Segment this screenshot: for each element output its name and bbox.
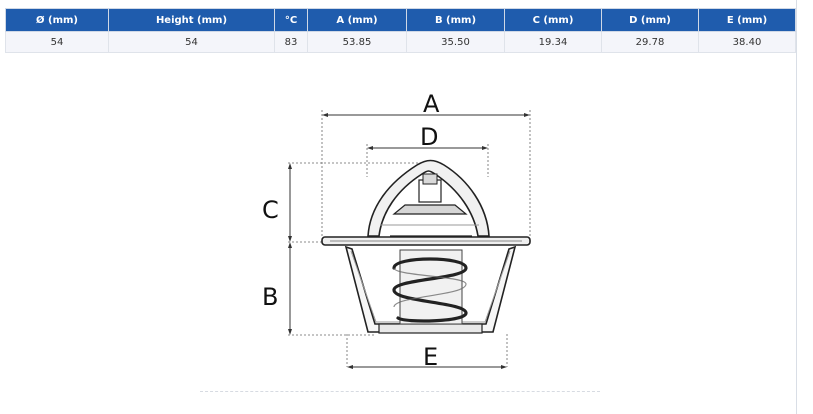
spring-icon	[392, 249, 468, 325]
content-divider	[200, 391, 600, 392]
dimension-label-b: B	[262, 283, 278, 311]
header-e: E (mm)	[698, 8, 796, 32]
specs-header-row: Ø (mm) Height (mm) °C A (mm) B (mm) C (m…	[5, 8, 796, 32]
header-diameter: Ø (mm)	[5, 8, 109, 32]
cell-c: 19.34	[504, 31, 602, 53]
cell-b: 35.50	[406, 31, 505, 53]
dimension-label-d: D	[420, 123, 438, 151]
product-spec-panel: Ø (mm) Height (mm) °C A (mm) B (mm) C (m…	[5, 8, 796, 392]
cell-height: 54	[108, 31, 275, 53]
thermostat-diagram: A D C B E	[240, 82, 560, 382]
dimension-guides	[288, 110, 531, 367]
cell-d: 29.78	[601, 31, 699, 53]
thermostat-dimension-icon: A D C B E	[262, 90, 531, 371]
header-a: A (mm)	[307, 8, 407, 32]
dimension-label-c: C	[262, 196, 279, 224]
cell-temperature: 83	[274, 31, 308, 53]
thermostat-bridge	[367, 159, 490, 237]
dimension-label-e: E	[423, 343, 438, 371]
header-d: D (mm)	[601, 8, 699, 32]
header-b: B (mm)	[406, 8, 505, 32]
dimension-arrowheads	[288, 113, 530, 369]
table-row: 54 54 83 53.85 35.50 19.34 29.78 38.40	[5, 31, 796, 53]
cell-a: 53.85	[307, 31, 407, 53]
thermostat-flange	[321, 236, 531, 246]
header-c: C (mm)	[504, 8, 602, 32]
dimension-lines	[289, 114, 528, 368]
header-height: Height (mm)	[108, 8, 275, 32]
cell-diameter: 54	[5, 31, 109, 53]
header-temperature: °C	[274, 8, 308, 32]
specs-table: Ø (mm) Height (mm) °C A (mm) B (mm) C (m…	[5, 8, 796, 53]
cell-e: 38.40	[698, 31, 796, 53]
dimension-label-a: A	[423, 90, 440, 118]
panel-right-border	[796, 0, 797, 414]
